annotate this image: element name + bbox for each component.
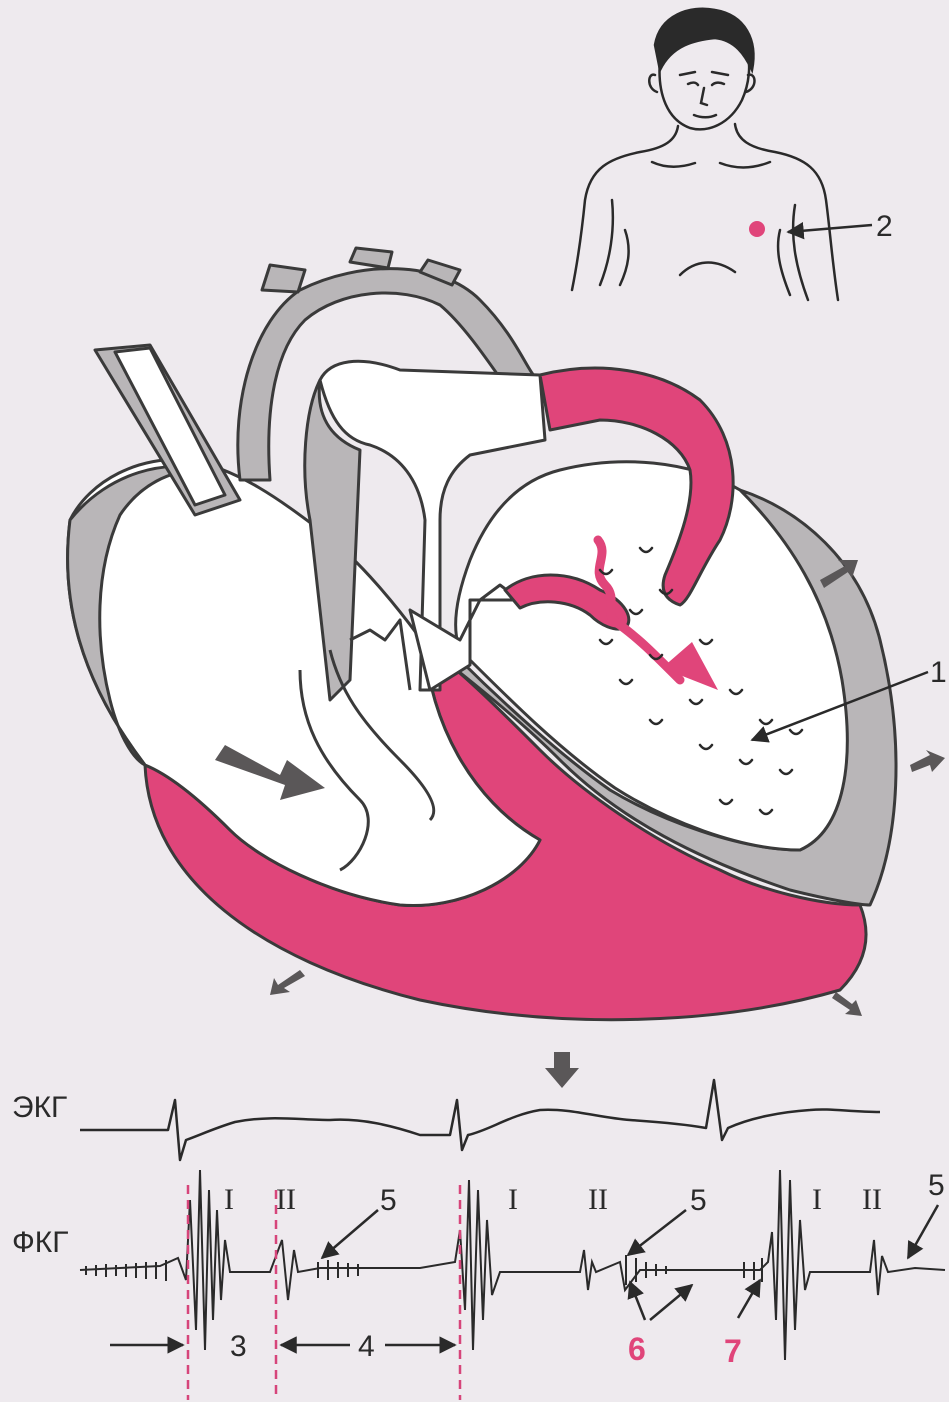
sound-label-I: I <box>812 1183 822 1216</box>
callout-5b: 5 <box>690 1184 707 1217</box>
callout-7: 7 <box>724 1333 742 1369</box>
heart-cross-section-icon <box>68 248 896 1020</box>
pcg-label: ФКГ <box>12 1226 69 1259</box>
callout-5c-arrow <box>908 1205 938 1258</box>
callout-6-arrow-a <box>630 1282 645 1320</box>
callout-4: 4 <box>358 1330 375 1363</box>
sound-label-II: II <box>276 1183 296 1216</box>
arrow-icon <box>910 750 945 772</box>
callout-5c: 5 <box>928 1169 945 1202</box>
auscultation-point-icon <box>749 221 765 237</box>
callout-5a: 5 <box>380 1184 397 1217</box>
callout-5b-arrow <box>628 1210 686 1255</box>
callout-7-arrow <box>738 1280 760 1318</box>
sound-label-II: II <box>588 1183 608 1216</box>
sound-label-II: II <box>862 1183 882 1216</box>
callout-5a-arrow <box>322 1210 378 1258</box>
callout-2: 2 <box>876 210 893 243</box>
sound-label-I: I <box>508 1183 518 1216</box>
sound-label-I: I <box>224 1183 234 1216</box>
arrow-icon <box>545 1052 579 1088</box>
callout-6: 6 <box>628 1331 646 1367</box>
ecg-label: ЭКГ <box>12 1091 67 1124</box>
arrow-icon <box>832 992 862 1016</box>
callout-3: 3 <box>230 1330 247 1363</box>
human-figure-icon <box>572 9 838 300</box>
callout-6-arrow-b <box>650 1285 692 1320</box>
ecg-trace <box>80 1080 880 1160</box>
arrow-icon <box>270 970 305 995</box>
timing-markers <box>188 1185 460 1400</box>
callout-1: 1 <box>930 656 947 689</box>
